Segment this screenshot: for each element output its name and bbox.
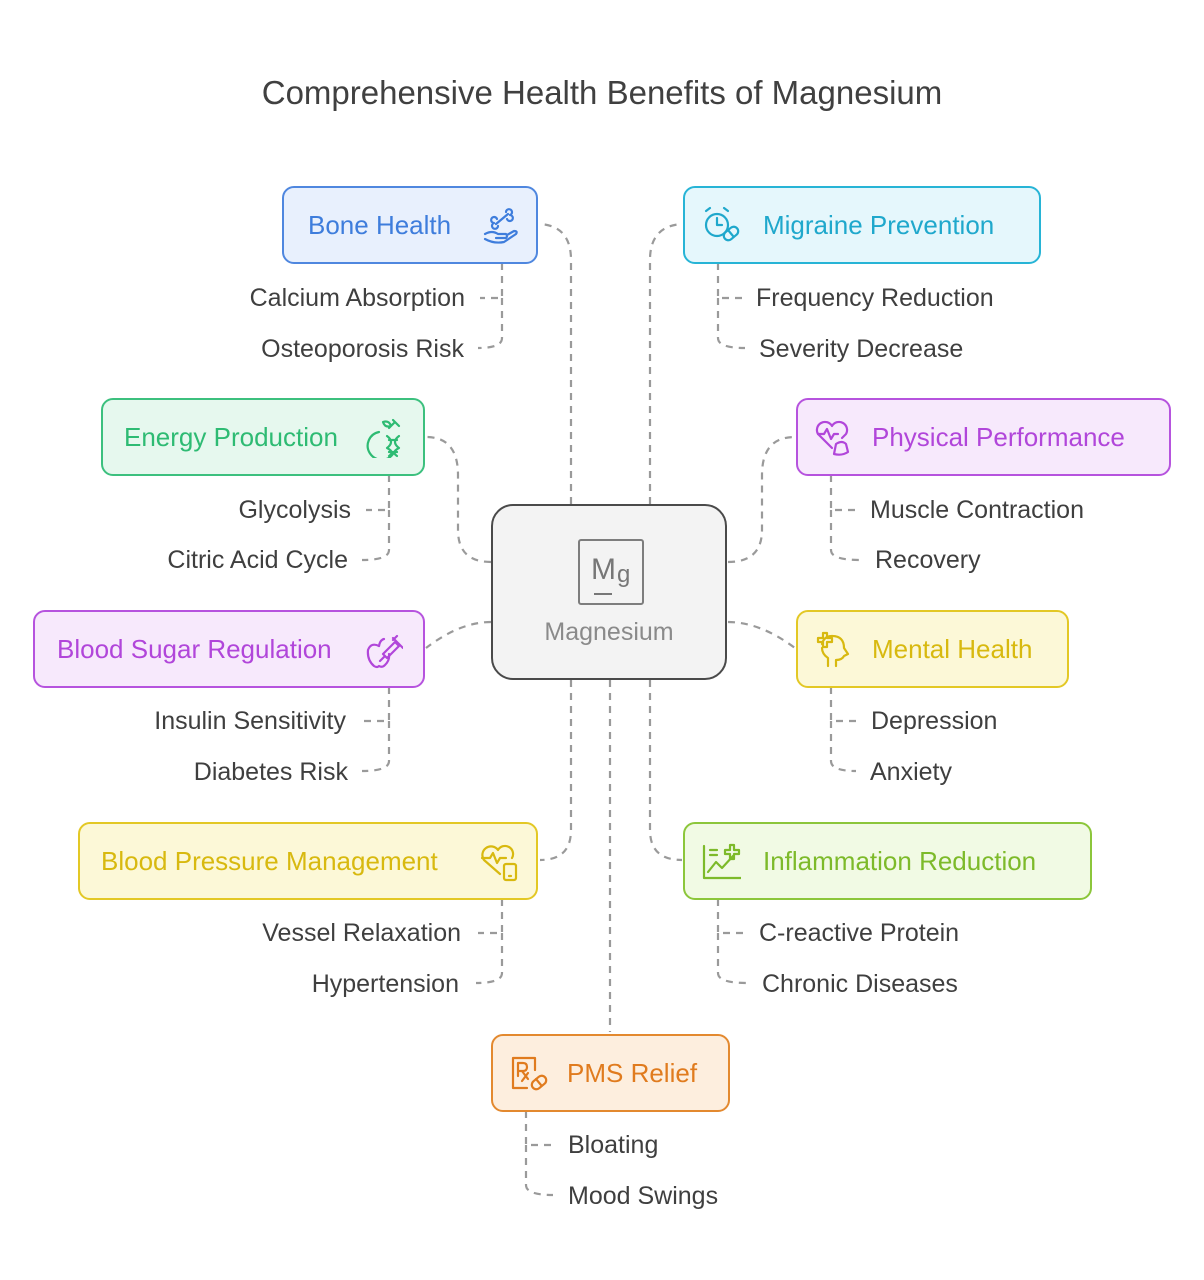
branch-label: Physical Performance <box>872 422 1125 452</box>
diagram-title: Comprehensive Health Benefits of Magnesi… <box>261 74 943 111</box>
bone-in-hand-icon <box>483 208 518 244</box>
branch-blood-pressure-management: Blood Pressure Management <box>78 822 538 900</box>
leaf-mood-swings: Mood Swings <box>568 1182 719 1210</box>
leaf-recovery: Recovery <box>875 546 981 574</box>
branch-label: Inflammation Reduction <box>763 846 1037 876</box>
leaf-osteoporosis-risk: Osteoporosis Risk <box>261 335 464 363</box>
dna-energy-icon <box>366 418 401 458</box>
leaf-c-reactive-protein: C-reactive Protein <box>759 919 960 947</box>
magnesium-element-icon: M g <box>578 539 644 605</box>
branch-label: Blood Pressure Management <box>101 846 438 876</box>
leaf-muscle-contraction: Muscle Contraction <box>870 496 1084 524</box>
center-label: Magnesium <box>544 618 674 646</box>
branch-blood-sugar-regulation: Blood Sugar Regulation <box>33 610 425 688</box>
branch-pms-relief: PMS Relief <box>491 1034 730 1112</box>
heart-muscle-icon <box>815 420 850 456</box>
leaf-severity-decrease: Severity Decrease <box>759 335 964 363</box>
clock-pill-icon <box>704 206 740 242</box>
branch-label: Blood Sugar Regulation <box>57 634 332 664</box>
branch-bone-health: Bone Health <box>282 186 538 264</box>
branch-inflammation-reduction: Inflammation Reduction <box>683 822 1092 900</box>
leaf-frequency-reduction: Frequency Reduction <box>756 284 994 312</box>
leaf-hypertension: Hypertension <box>311 970 459 998</box>
branch-label: PMS Relief <box>567 1058 698 1088</box>
chart-plus-icon <box>702 843 741 880</box>
branch-physical-performance: Physical Performance <box>796 398 1171 476</box>
center-node-magnesium: M g Magnesium <box>491 504 727 680</box>
heart-monitor-icon <box>480 844 518 882</box>
leaf-calcium-absorption: Calcium Absorption <box>249 284 465 312</box>
leaf-depression: Depression <box>871 707 998 735</box>
element-symbol-main: M <box>591 553 616 586</box>
prescription-pill-icon <box>511 1056 548 1091</box>
branch-mental-health: Mental Health <box>796 610 1069 688</box>
branch-migraine-prevention: Migraine Prevention <box>683 186 1041 264</box>
branch-label: Bone Health <box>308 210 452 240</box>
element-symbol-sub: g <box>617 561 631 588</box>
leaf-insulin-sensitivity: Insulin Sensitivity <box>154 707 346 735</box>
branch-label: Energy Production <box>124 422 338 452</box>
branch-label: Migraine Prevention <box>763 210 995 240</box>
leaf-glycolysis: Glycolysis <box>238 496 351 524</box>
leaf-chronic-diseases: Chronic Diseases <box>762 970 958 998</box>
leaf-bloating: Bloating <box>568 1131 659 1159</box>
apple-syringe-icon <box>366 634 403 669</box>
leaf-citric-acid-cycle: Citric Acid Cycle <box>167 546 348 574</box>
head-cross-icon <box>816 631 850 668</box>
leaf-anxiety: Anxiety <box>870 758 952 786</box>
branch-label: Mental Health <box>872 634 1033 664</box>
leaf-diabetes-risk: Diabetes Risk <box>193 758 348 786</box>
branch-energy-production: Energy Production <box>101 398 425 476</box>
leaf-vessel-relaxation: Vessel Relaxation <box>262 919 461 947</box>
